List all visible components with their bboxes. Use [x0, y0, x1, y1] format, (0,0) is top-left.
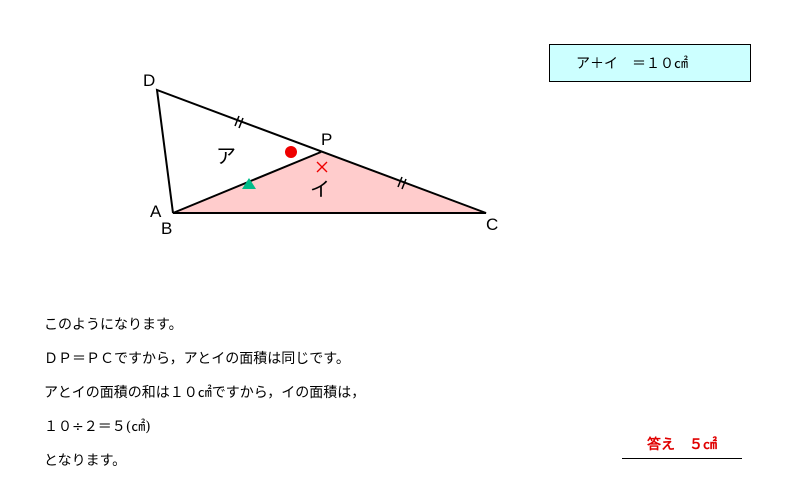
angle-triangle-mark — [242, 178, 256, 189]
region-i-label: イ — [310, 177, 330, 201]
label-a: A — [150, 202, 162, 221]
equal-tick-dp — [234, 115, 244, 129]
angle-cross-mark — [316, 161, 328, 173]
given-condition-box: ア＋イ ＝１０㎠ — [549, 44, 751, 82]
angle-dot-mark — [285, 146, 297, 158]
label-d: D — [143, 71, 155, 90]
triangle-figure: D P A B C ア イ — [143, 71, 498, 238]
label-c: C — [486, 215, 498, 234]
answer: 答え ５㎠ — [622, 434, 742, 459]
explanation-line-5: となります。 — [44, 453, 127, 469]
explanation-line-1: このようになります。 — [44, 317, 183, 333]
label-p: P — [321, 130, 332, 149]
explanation-line-4: １０÷２＝５(㎠) — [44, 419, 151, 435]
label-b: B — [161, 219, 172, 238]
region-i-fill — [173, 152, 486, 213]
explanation-line-3: アとイの面積の和は１０㎠ですから，イの面積は， — [44, 385, 366, 401]
explanation-line-2: ＤＰ＝ＰＣですから，アとイの面積は同じです。 — [44, 351, 350, 367]
region-a-label: ア — [216, 144, 236, 168]
figure-lines — [155, 88, 487, 214]
equal-tick-pc — [397, 176, 407, 190]
